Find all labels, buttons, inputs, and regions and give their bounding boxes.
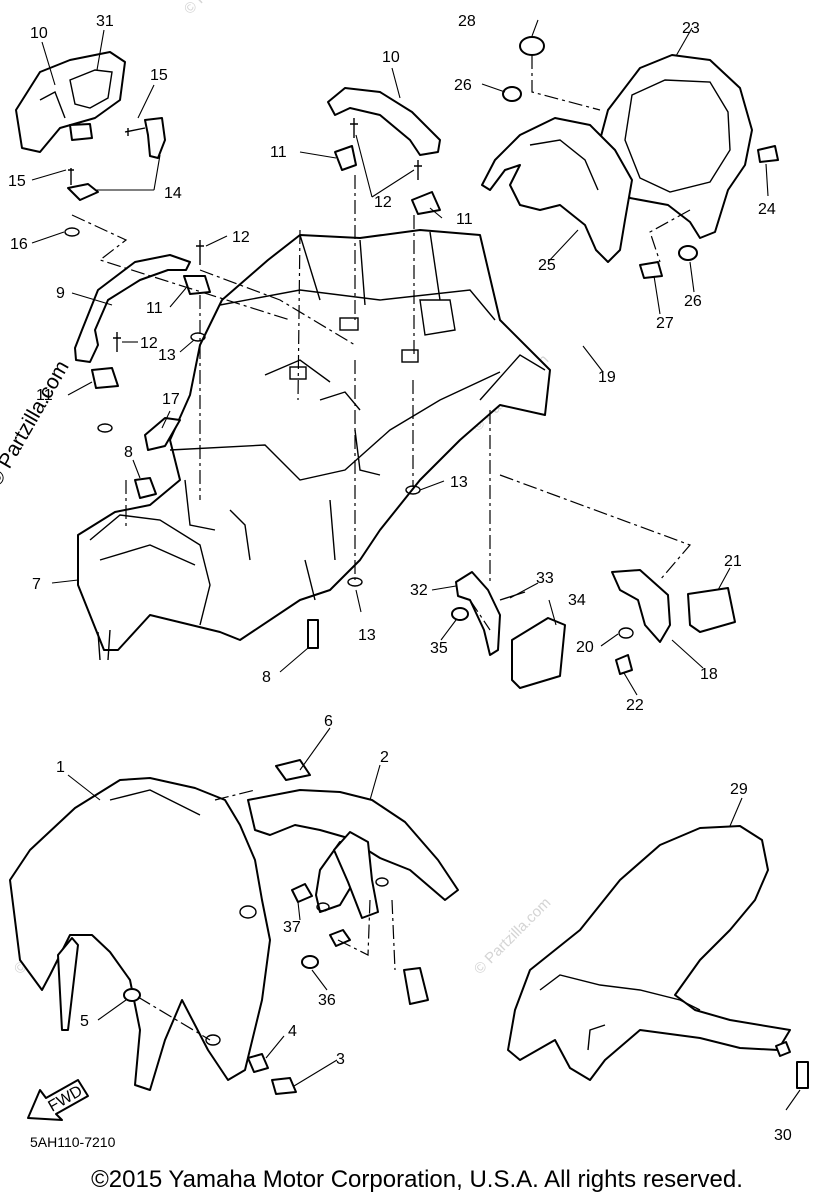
leader-lines <box>31 19 801 1111</box>
callout-12a: 12 <box>232 229 250 246</box>
callout-21: 21 <box>724 553 742 570</box>
callout-30: 30 <box>774 1127 792 1144</box>
callout-2: 2 <box>380 749 389 766</box>
callout-1: 1 <box>56 759 65 776</box>
callout-6: 6 <box>324 713 333 730</box>
fasteners <box>247 883 809 1095</box>
callout-20: 20 <box>576 639 594 656</box>
callout-5: 5 <box>80 1013 89 1030</box>
callout-35: 35 <box>430 640 448 657</box>
callout-36: 36 <box>318 992 336 1009</box>
callout-33: 33 <box>536 570 554 587</box>
callout-26a: 26 <box>454 77 472 94</box>
diagram-code: 5AH110-7210 <box>30 1134 116 1150</box>
callout-18: 18 <box>700 666 718 683</box>
callout-13a: 13 <box>158 347 176 364</box>
seat-strap-assembly <box>15 51 441 649</box>
callout-19: 19 <box>598 369 616 386</box>
tail-bracket-assembly <box>481 36 779 279</box>
callout-34: 34 <box>568 592 586 609</box>
callout-10b: 10 <box>382 49 400 66</box>
callout-7: 7 <box>32 576 41 593</box>
callout-14: 14 <box>164 185 182 202</box>
rear-inner-fender <box>77 229 551 661</box>
callout-15b: 15 <box>8 173 26 190</box>
callout-31: 31 <box>96 13 114 30</box>
callout-9: 9 <box>56 285 65 302</box>
callout-22: 22 <box>626 697 644 714</box>
rear-fender <box>507 825 791 1081</box>
callout-12c: 12 <box>374 194 392 211</box>
callout-28: 28 <box>458 13 476 30</box>
callout-23: 23 <box>682 20 700 37</box>
callout-13c: 13 <box>358 627 376 644</box>
front-fender-rear-piece <box>247 759 459 1005</box>
callout-8b: 8 <box>262 669 271 686</box>
callout-11b: 11 <box>36 387 53 404</box>
callout-12b: 12 <box>140 335 158 352</box>
front-fender <box>9 777 271 1091</box>
callout-8a: 8 <box>124 444 133 461</box>
callout-17: 17 <box>162 391 180 408</box>
callout-11a: 11 <box>146 300 163 317</box>
callout-26b: 26 <box>684 293 702 310</box>
callout-4: 4 <box>288 1023 297 1040</box>
callout-24: 24 <box>758 201 776 218</box>
fwd-arrow: FWD <box>27 1079 89 1121</box>
callout-3: 3 <box>336 1051 345 1068</box>
callout-32: 32 <box>410 582 428 599</box>
callouts: 10 31 15 15 14 16 12 9 11 12 13 11 17 8 … <box>8 13 792 1144</box>
callout-37: 37 <box>283 919 301 936</box>
callout-29: 29 <box>730 781 748 798</box>
callout-16: 16 <box>10 236 28 253</box>
assembly-lines <box>71 55 692 1041</box>
callout-25: 25 <box>538 257 556 274</box>
callout-11c: 11 <box>270 144 287 161</box>
watermark-4: © Partzilla.com <box>181 0 264 18</box>
callout-13b: 13 <box>450 474 468 491</box>
copyright-footer: ©2015 Yamaha Motor Corporation, U.S.A. A… <box>91 1166 743 1193</box>
license-bracket-assembly <box>451 569 736 689</box>
callout-27: 27 <box>656 315 674 332</box>
callout-15a: 15 <box>150 67 168 84</box>
callout-11d: 11 <box>456 211 473 228</box>
callout-10a: 10 <box>30 25 48 42</box>
